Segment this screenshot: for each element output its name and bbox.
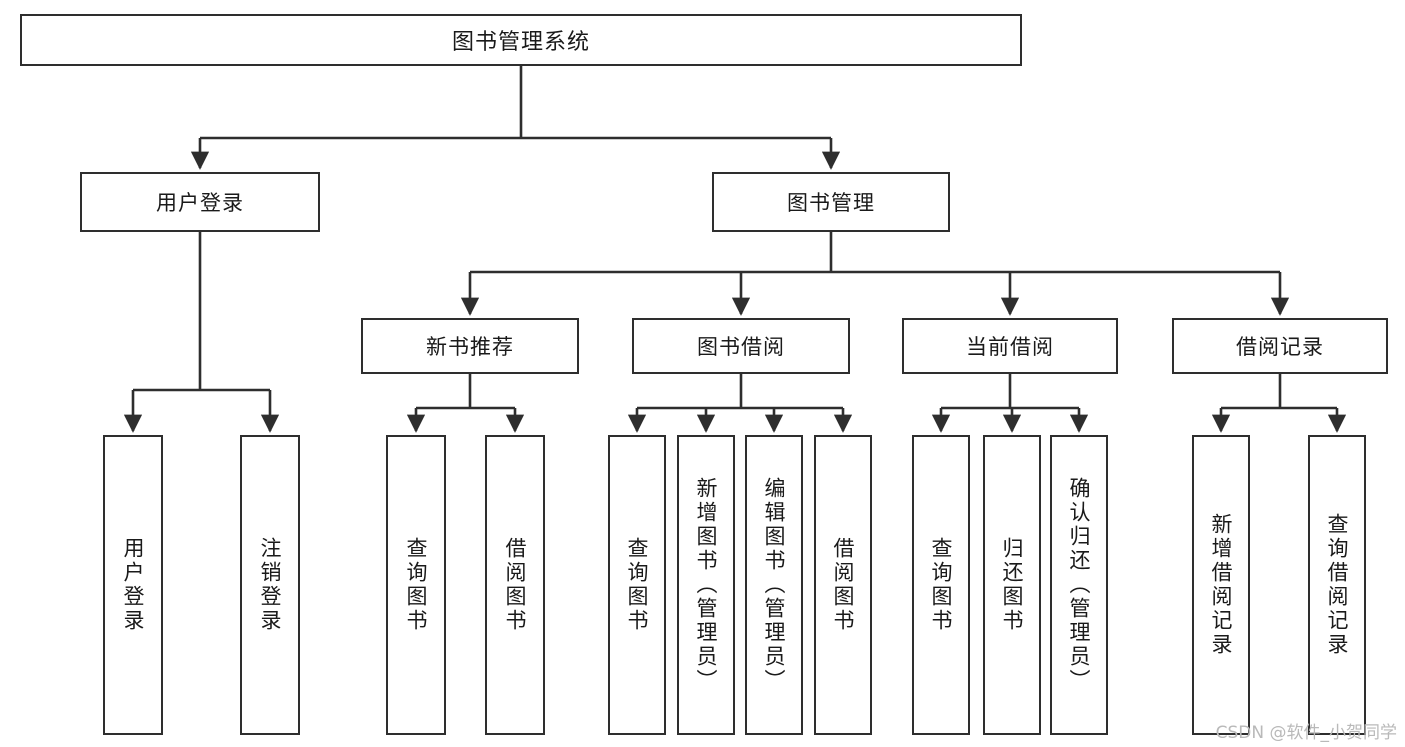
leaf-return-book[interactable]: 归还图书 bbox=[983, 435, 1041, 735]
node-current-borrow-label: 当前借阅 bbox=[966, 335, 1054, 359]
leaf-confirm-return[interactable]: 确认归还（管理员） bbox=[1050, 435, 1108, 735]
leaf-query-book-recommend-label: 查询图书 bbox=[404, 537, 429, 633]
node-current-borrow[interactable]: 当前借阅 bbox=[902, 318, 1118, 374]
node-book-manage-label: 图书管理 bbox=[787, 191, 875, 215]
leaf-confirm-return-label: 确认归还（管理员） bbox=[1067, 477, 1092, 693]
leaf-add-book-label: 新增图书（管理员） bbox=[694, 477, 719, 693]
leaf-add-book[interactable]: 新增图书（管理员） bbox=[677, 435, 735, 735]
leaf-query-book-borrow-label: 查询图书 bbox=[625, 537, 650, 633]
node-book-borrow-label: 图书借阅 bbox=[697, 335, 785, 359]
leaf-borrow-book[interactable]: 借阅图书 bbox=[814, 435, 872, 735]
node-user-login-label: 用户登录 bbox=[156, 191, 244, 215]
node-borrow-record-label: 借阅记录 bbox=[1236, 335, 1324, 359]
leaf-user-login-label: 用户登录 bbox=[121, 537, 146, 633]
leaf-query-borrow-record[interactable]: 查询借阅记录 bbox=[1308, 435, 1366, 735]
leaf-query-book-recommend[interactable]: 查询图书 bbox=[386, 435, 446, 735]
leaf-query-book-borrow[interactable]: 查询图书 bbox=[608, 435, 666, 735]
leaf-add-borrow-record-label: 新增借阅记录 bbox=[1209, 513, 1234, 657]
leaf-borrow-book-label: 借阅图书 bbox=[831, 537, 856, 633]
leaf-return-book-label: 归还图书 bbox=[1000, 537, 1025, 633]
leaf-query-book-current[interactable]: 查询图书 bbox=[912, 435, 970, 735]
leaf-query-borrow-record-label: 查询借阅记录 bbox=[1325, 513, 1350, 657]
node-user-login[interactable]: 用户登录 bbox=[80, 172, 320, 232]
node-root[interactable]: 图书管理系统 bbox=[20, 14, 1022, 66]
node-new-book-recommend-label: 新书推荐 bbox=[426, 335, 514, 359]
leaf-edit-book-label: 编辑图书（管理员） bbox=[762, 477, 787, 693]
leaf-query-book-current-label: 查询图书 bbox=[929, 537, 954, 633]
node-book-manage[interactable]: 图书管理 bbox=[712, 172, 950, 232]
leaf-edit-book[interactable]: 编辑图书（管理员） bbox=[745, 435, 803, 735]
leaf-user-login[interactable]: 用户登录 bbox=[103, 435, 163, 735]
node-borrow-record[interactable]: 借阅记录 bbox=[1172, 318, 1388, 374]
leaf-add-borrow-record[interactable]: 新增借阅记录 bbox=[1192, 435, 1250, 735]
node-new-book-recommend[interactable]: 新书推荐 bbox=[361, 318, 579, 374]
leaf-borrow-book-recommend-label: 借阅图书 bbox=[503, 537, 528, 633]
leaf-borrow-book-recommend[interactable]: 借阅图书 bbox=[485, 435, 545, 735]
node-book-borrow[interactable]: 图书借阅 bbox=[632, 318, 850, 374]
leaf-logout-label: 注销登录 bbox=[258, 537, 283, 633]
leaf-logout[interactable]: 注销登录 bbox=[240, 435, 300, 735]
csdn-watermark: CSDN @软件_小贺同学 bbox=[1215, 723, 1397, 743]
node-root-label: 图书管理系统 bbox=[451, 30, 590, 55]
